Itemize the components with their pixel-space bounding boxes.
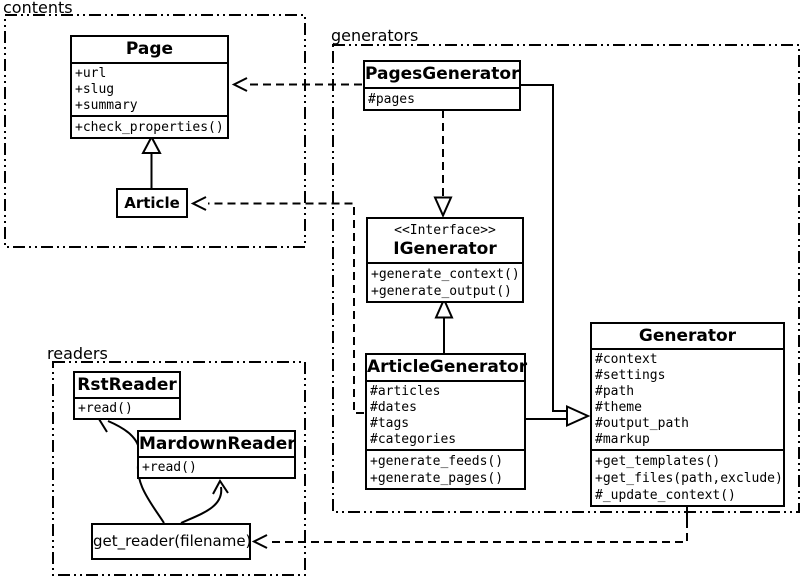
attribute-row: +summary: [75, 98, 138, 113]
attributes-compartment: #context #settings #path #theme #output_…: [592, 348, 783, 449]
method-row: +generate_feeds(): [370, 454, 504, 469]
class-box-pagesgenerator: PagesGenerator #pages: [363, 60, 521, 111]
attributes-compartment: #articles #dates #tags #categories: [367, 380, 524, 449]
attribute-row: #pages: [368, 92, 415, 107]
method-row: +check_properties(): [75, 120, 224, 135]
stereotype-label: <<Interface>>: [394, 223, 496, 238]
class-title-generator: Generator: [638, 326, 737, 346]
method-row: +read(): [142, 460, 197, 475]
method-row: +read(): [78, 401, 133, 416]
method-row: +generate_output(): [371, 284, 512, 299]
edge-pagesgenerator-to-igenerator-realization: [433, 110, 453, 218]
class-title-page: Page: [125, 39, 174, 59]
open-arrowhead-icon: [231, 77, 248, 92]
method-row: +generate_context(): [371, 267, 520, 282]
attribute-row: +slug: [75, 82, 115, 97]
method-row: +get_templates(): [595, 454, 721, 469]
methods-compartment: +get_templates() +get_files(path,exclude…: [592, 449, 783, 505]
class-title-articlegenerator: ArticleGenerator: [367, 357, 528, 377]
methods-compartment: +generate_context() +generate_output(): [368, 262, 522, 301]
method-row: +generate_pages(): [370, 471, 504, 486]
attribute-row: +url: [75, 66, 107, 81]
class-box-generator: Generator #context #settings #path #them…: [590, 322, 785, 507]
function-box-getreader: get_reader(filename): [91, 523, 251, 560]
title-compartment: <<Interface>> IGenerator: [368, 219, 522, 262]
edge-getreader-to-mardownreader: [180, 479, 229, 524]
methods-compartment: +read(): [75, 397, 179, 418]
methods-compartment: +generate_feeds() +generate_pages(): [367, 449, 524, 488]
class-title-article: Article: [124, 194, 180, 212]
methods-compartment: +check_properties(): [72, 115, 227, 137]
attributes-compartment: #pages: [365, 87, 519, 109]
attributes-compartment: +url +slug +summary: [72, 62, 227, 115]
open-arrowhead-icon: [251, 534, 268, 549]
class-box-rstreader: RstReader +read(): [73, 371, 181, 420]
class-box-mardownreader: MardownReader +read(): [137, 430, 296, 479]
attribute-row: #settings: [595, 368, 666, 383]
hollow-triangle-right-icon: [566, 404, 591, 428]
cluster-readers-border: [52, 361, 306, 576]
open-arrowhead-icon: [190, 196, 207, 211]
method-row: #_update_context(): [595, 488, 736, 503]
class-box-article: Article: [116, 188, 188, 218]
methods-compartment: +read(): [139, 456, 294, 477]
class-box-page: Page +url +slug +summary +check_properti…: [70, 35, 229, 139]
cluster-contents-border: [4, 14, 306, 248]
edge-article-to-page-generalization: [141, 134, 162, 188]
class-title-pagesgenerator: PagesGenerator: [365, 64, 520, 84]
open-arrowhead-icon: [212, 479, 229, 495]
attribute-row: #theme: [595, 400, 642, 415]
class-title-rstreader: RstReader: [77, 375, 177, 395]
cluster-label-readers: readers: [47, 344, 108, 363]
edge-articlegenerator-to-igenerator-generalization: [434, 297, 454, 353]
edge-pagesgenerator-to-page-dependency: [231, 77, 362, 92]
edge-generators-to-generator-generalization: [521, 84, 591, 428]
attribute-row: #tags: [370, 416, 410, 431]
function-label-getreader: get_reader(filename): [93, 532, 252, 550]
hollow-triangle-up-icon: [141, 134, 162, 154]
attribute-row: #articles: [370, 384, 441, 399]
attribute-row: #markup: [595, 432, 650, 447]
class-title-mardownreader: MardownReader: [139, 434, 296, 454]
attribute-row: #path: [595, 384, 635, 399]
class-box-articlegenerator: ArticleGenerator #articles #dates #tags …: [365, 353, 528, 490]
cluster-label-generators: generators: [331, 26, 419, 45]
method-row: +get_files(path,exclude): [595, 471, 783, 486]
class-box-igenerator: <<Interface>> IGenerator +generate_conte…: [366, 217, 524, 303]
cluster-label-contents: contents: [3, 0, 73, 17]
class-title-igenerator: IGenerator: [393, 239, 497, 259]
attribute-row: #context: [595, 352, 658, 367]
attribute-row: #dates: [370, 400, 417, 415]
edge-articlegenerator-to-article-dependency: [190, 196, 364, 414]
hollow-triangle-down-icon: [433, 196, 453, 218]
hollow-triangle-up-icon: [434, 297, 454, 319]
edge-generator-to-getreader-dependency: [251, 502, 688, 549]
attribute-row: #output_path: [595, 416, 689, 431]
cluster-generators-border: [332, 44, 800, 513]
attribute-row: #categories: [370, 432, 457, 447]
